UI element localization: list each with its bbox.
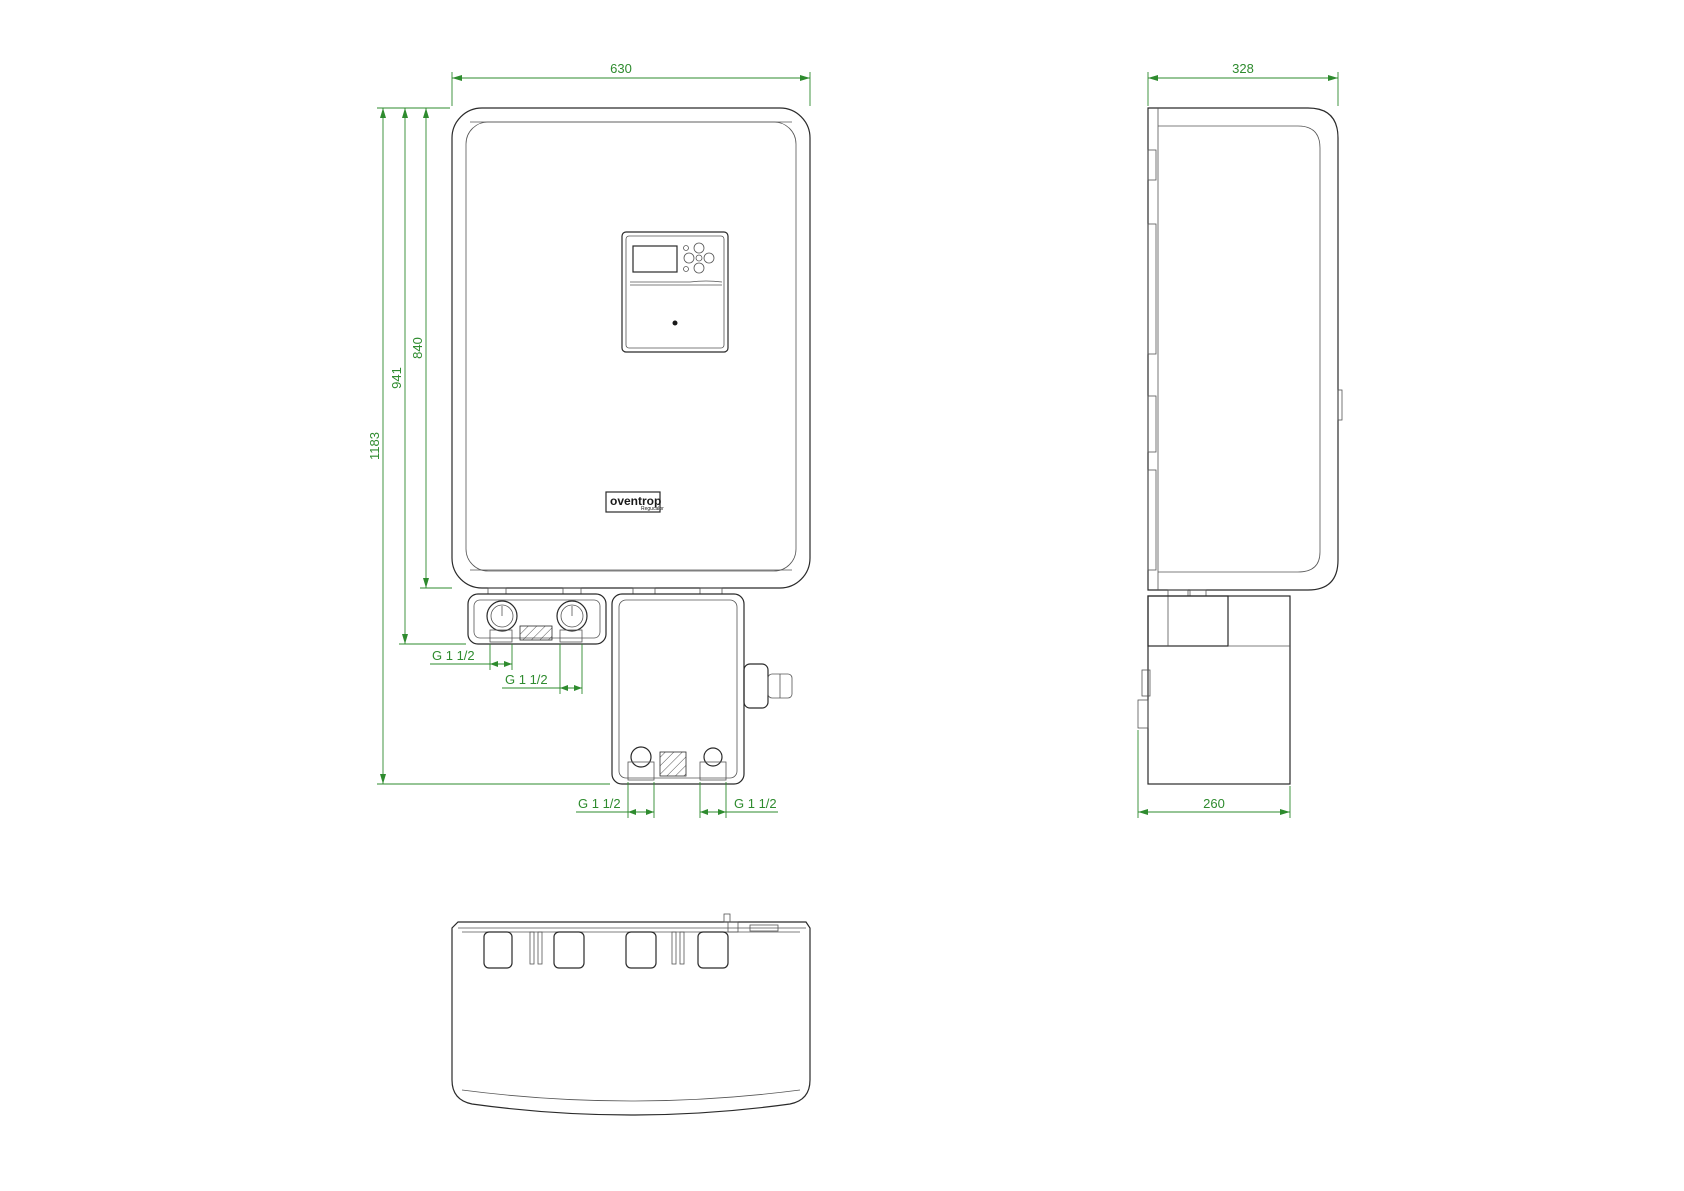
- brand-name: oventrop: [610, 494, 661, 508]
- dim-depth-top: 328: [1232, 61, 1254, 76]
- controller-led: [672, 320, 678, 326]
- pump-box: [611, 593, 793, 785]
- dim-depth-bottom: 260: [1203, 796, 1225, 811]
- brand-subline: Regucalor: [641, 506, 664, 512]
- dim-conn-bottom-right: G 1 1/2: [734, 796, 777, 811]
- front-view: oventrop Regucalor: [451, 107, 811, 785]
- dim-height-total: 1183: [367, 432, 382, 460]
- thermometer-left-icon: [486, 600, 518, 632]
- side-pump-box: [1147, 595, 1291, 785]
- dim-conn-top-left: G 1 1/2: [432, 648, 475, 663]
- thermometer-right-icon: [556, 600, 588, 632]
- upper-valve-block: [467, 593, 607, 645]
- controller-button-right: [703, 252, 715, 264]
- side-valve-block: [1147, 595, 1229, 647]
- dim-conn-top-right: G 1 1/2: [505, 672, 548, 687]
- dim-conn-bottom-left: G 1 1/2: [578, 796, 621, 811]
- dim-width-front: 630: [610, 61, 632, 76]
- side-housing: [1147, 107, 1339, 591]
- dim-height-941: 941: [389, 367, 404, 389]
- top-housing: [451, 921, 811, 1116]
- dim-height-840: 840: [410, 337, 425, 359]
- housing-outer: [451, 107, 811, 589]
- pump-motor: [743, 663, 769, 709]
- side-view: [1137, 107, 1343, 785]
- controller-button-up: [693, 242, 705, 254]
- brand-logo: oventrop Regucalor: [605, 491, 664, 513]
- controller-button-left: [683, 252, 695, 264]
- controller-display: [632, 245, 678, 273]
- controller-button-down: [693, 262, 705, 274]
- front-view-dimensions: 630 1183 941 840 G 1 1/2 G 1 1/2: [367, 61, 811, 818]
- controller-unit: [621, 231, 729, 353]
- side-view-dimensions: 328 260: [1137, 61, 1339, 818]
- top-view: [451, 913, 811, 1116]
